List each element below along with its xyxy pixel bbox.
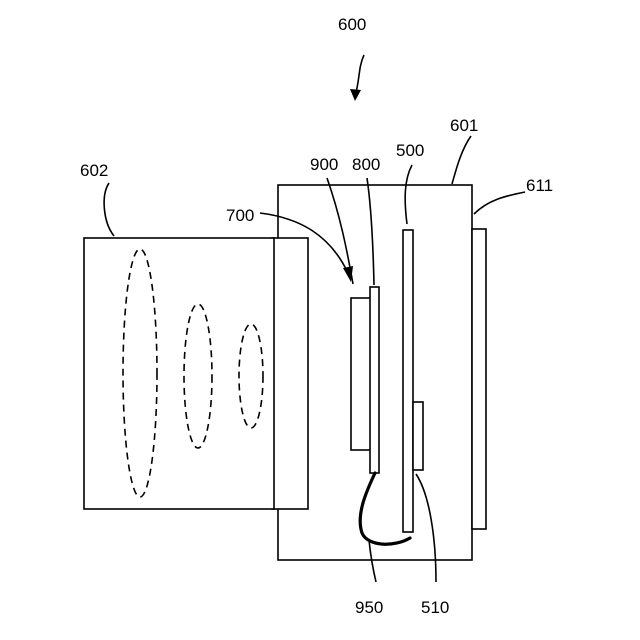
sensor-board-500 xyxy=(403,230,413,532)
mount-block-900 xyxy=(351,298,372,450)
sensor-plate-800 xyxy=(370,287,379,473)
label-900: 900 xyxy=(310,155,338,174)
window-611 xyxy=(472,229,486,529)
label-611: 611 xyxy=(526,176,553,195)
lens-unit-602 xyxy=(84,238,274,509)
arrowhead-600 xyxy=(350,89,361,101)
leader-601 xyxy=(452,136,471,184)
label-700: 700 xyxy=(226,206,254,225)
label-800: 800 xyxy=(352,155,380,174)
label-600: 600 xyxy=(338,15,366,34)
label-950: 950 xyxy=(355,598,383,617)
label-602: 602 xyxy=(80,161,108,180)
leader-611 xyxy=(474,192,525,214)
leader-602 xyxy=(104,183,114,236)
connector-chip-510 xyxy=(413,402,423,470)
label-500: 500 xyxy=(396,141,424,160)
label-510: 510 xyxy=(421,598,449,617)
lens-barrel xyxy=(272,238,308,509)
label-601: 601 xyxy=(450,116,478,135)
